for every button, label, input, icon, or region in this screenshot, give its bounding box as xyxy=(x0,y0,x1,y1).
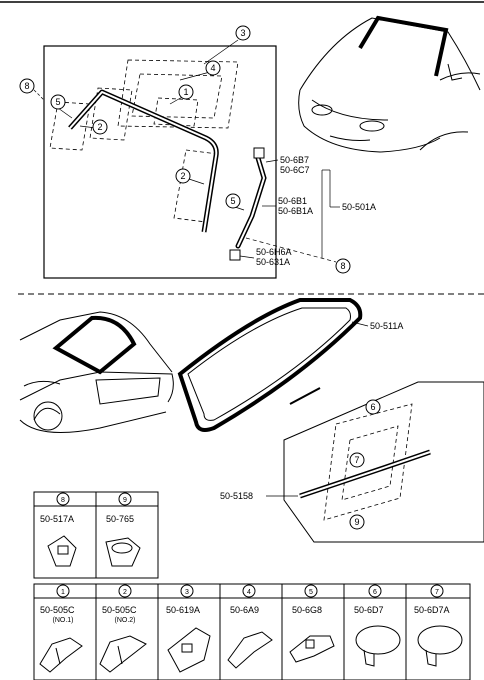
clip-top xyxy=(253,147,265,159)
callout-3: 3 xyxy=(235,25,251,41)
molding-panel: 50-5158 6 7 9 xyxy=(220,381,484,543)
clip-cell-8: 8 50-517A xyxy=(40,492,77,567)
callout-7: 7 xyxy=(349,452,365,468)
svg-text:2: 2 xyxy=(123,589,127,596)
windshield-panel: 3 4 1 8 5 2 2 5 8 50-6B7 50-6C7 50-6B1 5… xyxy=(19,25,376,279)
car-front-illustration xyxy=(298,15,481,153)
part-50-6b1a: 50-6B1A xyxy=(278,206,313,216)
svg-text:4: 4 xyxy=(210,63,215,73)
svg-text:(NO.2): (NO.2) xyxy=(115,617,136,624)
callout-5a: 5 xyxy=(50,94,66,110)
svg-text:50-505C: 50-505C xyxy=(40,605,75,615)
svg-text:3: 3 xyxy=(185,589,189,596)
svg-text:2: 2 xyxy=(97,122,102,132)
side-molding xyxy=(235,155,267,249)
windshield-molding-inner xyxy=(69,91,218,233)
dashed-outline-group xyxy=(49,59,239,223)
clip-part-50-765: 50-765 xyxy=(106,514,134,524)
svg-text:8: 8 xyxy=(61,497,65,504)
svg-text:50-6D7A: 50-6D7A xyxy=(414,605,450,615)
callout-9: 9 xyxy=(349,514,365,530)
clip-table-top: 8 50-517A 9 50-765 xyxy=(33,491,159,579)
svg-text:3: 3 xyxy=(240,28,245,38)
svg-text:8: 8 xyxy=(340,261,345,271)
svg-text:4: 4 xyxy=(247,589,251,596)
clip-bottom xyxy=(229,249,241,261)
rear-glass-assembly: 50-511A xyxy=(177,298,403,432)
svg-text:5: 5 xyxy=(55,97,60,107)
molding-frame xyxy=(283,381,484,543)
clip-cell-4: 4 50-6A9 xyxy=(227,584,273,669)
clip-cell-7: 7 50-6D7A xyxy=(414,584,463,667)
svg-text:1: 1 xyxy=(61,589,65,596)
svg-text:7: 7 xyxy=(354,455,359,465)
clip-table-bottom: 1 50-505C (NO.1) 2 50-505C (NO.2) 3 50-6… xyxy=(33,583,471,680)
svg-text:6: 6 xyxy=(373,589,377,596)
windshield-molding xyxy=(68,89,219,233)
svg-text:8: 8 xyxy=(24,81,29,91)
svg-text:5: 5 xyxy=(230,196,235,206)
rear-glass-inner xyxy=(187,307,351,421)
svg-text:5: 5 xyxy=(309,589,313,596)
side-molding-inner xyxy=(237,157,266,247)
clip-cell-9: 9 50-765 xyxy=(105,492,141,567)
part-50-6h6a: 50-6H6A xyxy=(256,247,292,257)
part-50-6b1: 50-6B1 xyxy=(278,196,307,206)
part-50-631a: 50-631A xyxy=(256,257,290,267)
part-50-6c7: 50-6C7 xyxy=(280,165,310,175)
rear-window-highlight xyxy=(52,315,137,375)
svg-text:9: 9 xyxy=(123,497,127,504)
rear-molding-strip xyxy=(299,449,431,499)
svg-text:1: 1 xyxy=(183,87,188,97)
svg-text:50-505C: 50-505C xyxy=(102,605,137,615)
clip-cell-6: 6 50-6D7 xyxy=(354,584,401,667)
clip-cell-2: 2 50-505C (NO.2) xyxy=(99,584,147,673)
rear-glass-outline xyxy=(177,298,363,432)
callout-6: 6 xyxy=(365,399,381,415)
svg-text:50-6D7: 50-6D7 xyxy=(354,605,384,615)
svg-text:50-619A: 50-619A xyxy=(166,605,200,615)
callout-5b: 5 xyxy=(225,193,241,209)
clip-cell-5: 5 50-6G8 xyxy=(289,584,335,663)
svg-text:6: 6 xyxy=(370,402,375,412)
svg-text:50-6A9: 50-6A9 xyxy=(230,605,259,615)
rear-car-illustration xyxy=(19,311,174,433)
callout-4: 4 xyxy=(205,60,221,76)
part-50-501a: 50-501A xyxy=(342,202,376,212)
clip-cell-1: 1 50-505C (NO.1) xyxy=(39,584,83,673)
callout-2a: 2 xyxy=(92,119,108,135)
svg-text:50-6G8: 50-6G8 xyxy=(292,605,322,615)
windshield-frame xyxy=(43,45,277,279)
clip-cell-3: 3 50-619A xyxy=(166,584,211,673)
part-50-511a: 50-511A xyxy=(370,321,403,331)
svg-text:2: 2 xyxy=(180,171,185,181)
callout-1: 1 xyxy=(178,84,194,100)
callout-8b: 8 xyxy=(335,258,351,274)
svg-text:(NO.1): (NO.1) xyxy=(53,617,74,624)
callout-8a: 8 xyxy=(19,78,35,94)
svg-text:7: 7 xyxy=(435,589,439,596)
front-windshield-highlight xyxy=(358,15,449,77)
svg-text:9: 9 xyxy=(354,517,359,527)
callout-2b: 2 xyxy=(175,168,191,184)
clip-part-50-517a: 50-517A xyxy=(40,514,74,524)
part-50-5158: 50-5158 xyxy=(220,491,253,501)
part-50-6b7: 50-6B7 xyxy=(280,155,309,165)
